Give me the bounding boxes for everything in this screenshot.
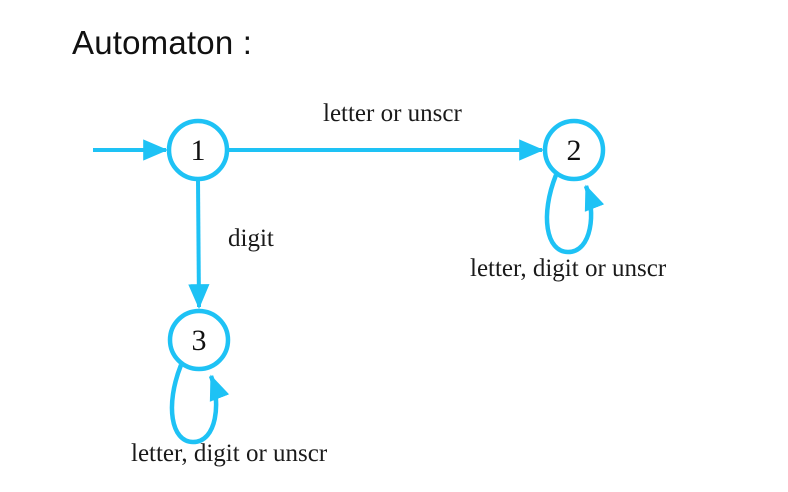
edge-label-self-loop-3: letter, digit or unscr xyxy=(131,440,328,467)
self-loop-state-3 xyxy=(169,364,230,445)
self-loop-state-2 xyxy=(544,174,605,255)
edge-label-1-to-2: letter or unscr xyxy=(323,100,462,127)
page-title: Automaton : xyxy=(72,24,253,61)
state-label-3: 3 xyxy=(191,324,207,357)
state-label-1: 1 xyxy=(190,134,206,167)
edge-label-1-to-3: digit xyxy=(228,225,274,252)
state-label-2: 2 xyxy=(566,134,582,167)
edge-label-self-loop-2: letter, digit or unscr xyxy=(470,255,667,282)
transition-arrow-1-to-3 xyxy=(188,179,210,309)
